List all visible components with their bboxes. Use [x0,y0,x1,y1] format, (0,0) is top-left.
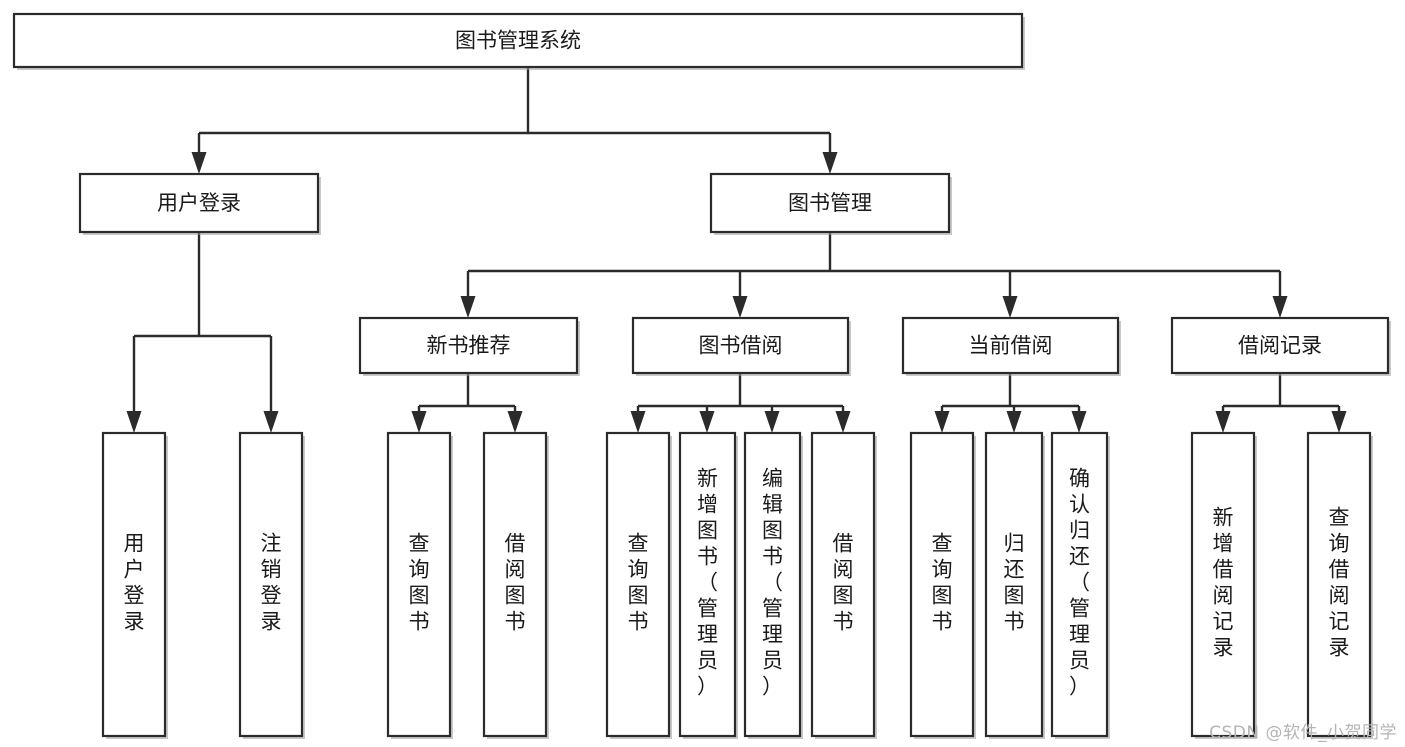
connector-new-book-recommend [411,373,523,433]
node-label-root: 图书管理系统 [455,29,581,53]
node-box-leaf-user-login[interactable] [101,431,167,738]
node-leaf-add-borrow-record[interactable]: 新增借阅记录 [1190,431,1257,739]
node-root[interactable]: 图书管理系统 [12,12,1025,70]
node-label-current-borrow: 当前借阅 [969,334,1053,358]
connector-current-borrow [934,373,1087,433]
node-box-current-borrow[interactable] [901,316,1120,375]
node-box-leaf-confirm-return[interactable] [1050,431,1109,738]
node-leaf-query-book-recommend[interactable]: 查询图书 [386,431,453,739]
node-label-user-login: 用户登录 [157,191,241,215]
node-label-book-borrow: 图书借阅 [699,334,783,358]
node-box-book-manage[interactable] [709,172,951,234]
node-label-leaf-edit-book: 编辑图书（管理员） [762,467,783,699]
node-current-borrow[interactable]: 当前借阅 [901,316,1121,376]
node-label-leaf-query-book-current: 查询图书 [932,532,953,634]
node-box-leaf-borrow-book[interactable] [810,431,876,738]
connector-root [191,67,838,174]
node-leaf-query-borrow-record[interactable]: 查询借阅记录 [1306,431,1373,739]
node-box-leaf-add-borrow-record[interactable] [1190,431,1256,738]
node-box-leaf-add-book[interactable] [678,431,737,738]
node-leaf-user-login[interactable]: 用户登录 [101,431,168,739]
node-borrow-record[interactable]: 借阅记录 [1170,316,1391,376]
connector-book-borrow [630,373,851,433]
node-leaf-return-book[interactable]: 归还图书 [984,431,1045,739]
node-label-leaf-user-login: 用户登录 [124,532,145,634]
node-box-book-borrow[interactable] [631,316,850,375]
connector-borrow-record [1215,373,1347,433]
node-box-leaf-edit-book[interactable] [743,431,802,738]
node-label-leaf-borrow-book: 借阅图书 [833,532,854,634]
node-book-borrow[interactable]: 图书借阅 [631,316,851,376]
node-label-borrow-record: 借阅记录 [1238,334,1322,358]
node-label-book-manage: 图书管理 [788,191,872,215]
node-box-leaf-borrow-book-recommend[interactable] [482,431,548,738]
node-leaf-borrow-book-recommend[interactable]: 借阅图书 [482,431,549,739]
node-box-leaf-query-book-recommend[interactable] [386,431,452,738]
node-label-leaf-return-book: 归还图书 [1004,532,1025,634]
node-leaf-edit-book[interactable]: 编辑图书（管理员） [743,431,803,739]
node-leaf-query-book-current[interactable]: 查询图书 [909,431,976,739]
node-label-leaf-borrow-book-recommend: 借阅图书 [505,532,526,634]
node-box-borrow-record[interactable] [1170,316,1390,375]
node-box-new-book-recommend[interactable] [358,316,579,375]
node-label-leaf-logout: 注销登录 [261,532,282,634]
node-leaf-add-book[interactable]: 新增图书（管理员） [678,431,738,739]
node-leaf-logout[interactable]: 注销登录 [238,431,305,739]
node-new-book-recommend[interactable]: 新书推荐 [358,316,580,376]
connector-book-manage [460,232,1288,318]
node-user-login[interactable]: 用户登录 [78,172,321,235]
connectors-layer [126,67,1347,433]
node-label-leaf-query-book-recommend: 查询图书 [409,532,430,634]
nodes-layer: 图书管理系统用户登录图书管理新书推荐图书借阅当前借阅借阅记录用户登录注销登录查询… [12,12,1391,739]
node-label-leaf-confirm-return: 确认归还（管理员） [1069,467,1090,699]
node-label-leaf-query-borrow-record: 查询借阅记录 [1329,506,1350,660]
node-box-root[interactable] [12,12,1024,69]
node-box-leaf-query-book-current[interactable] [909,431,975,738]
node-leaf-query-book-borrow[interactable]: 查询图书 [605,431,672,739]
node-label-leaf-query-book-borrow: 查询图书 [628,532,649,634]
node-box-leaf-query-borrow-record[interactable] [1306,431,1372,738]
node-leaf-borrow-book[interactable]: 借阅图书 [810,431,877,739]
node-box-user-login[interactable] [78,172,320,234]
node-book-manage[interactable]: 图书管理 [709,172,952,235]
node-leaf-confirm-return[interactable]: 确认归还（管理员） [1050,431,1110,739]
node-label-leaf-add-book: 新增图书（管理员） [697,467,718,699]
node-box-leaf-return-book[interactable] [984,431,1044,738]
connector-user-login [126,232,279,433]
node-label-new-book-recommend: 新书推荐 [427,334,511,358]
node-box-leaf-logout[interactable] [238,431,304,738]
node-label-leaf-add-borrow-record: 新增借阅记录 [1213,506,1234,660]
watermark-label: CSDN @软件_小贺同学 [1209,723,1397,743]
node-box-leaf-query-book-borrow[interactable] [605,431,671,738]
